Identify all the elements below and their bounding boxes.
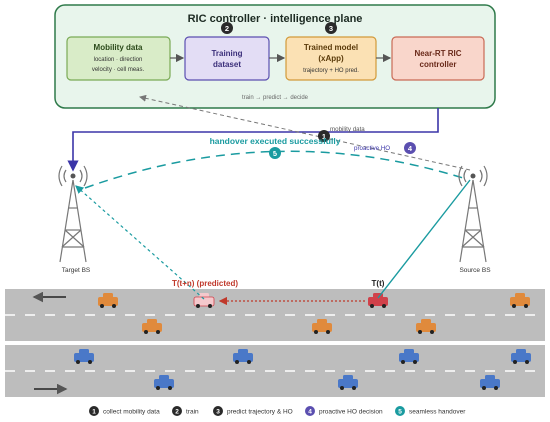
legend-number: 2 — [175, 409, 179, 416]
proactive-ho-control-line — [67, 108, 439, 172]
mobility-data-label: mobility data — [330, 126, 365, 133]
legend-number: 3 — [216, 409, 220, 416]
training-dataset-box: Training dataset — [184, 36, 270, 81]
legend-item-4: 4 proactive HO decision — [305, 406, 383, 416]
legend-number: 4 — [308, 409, 312, 416]
car-blue — [154, 375, 174, 390]
trained-model-title2: (xApp) — [318, 54, 344, 63]
legend-item-5: 5 seamless handover — [395, 406, 466, 416]
t-now-label: T(t) — [372, 279, 385, 288]
car-blue — [399, 349, 419, 364]
target-bs-label: Target BS — [62, 267, 91, 274]
car-orange — [142, 319, 162, 334]
svg-text:3: 3 — [329, 24, 333, 33]
legend-number: 5 — [398, 409, 402, 416]
car-blue — [74, 349, 94, 364]
proactive-ho-label: proactive HO — [354, 145, 390, 152]
legend-text: seamless handover — [409, 409, 466, 416]
legend: 1 collect mobility data 2 train 3 predict tra… — [89, 406, 466, 416]
serving-link — [377, 179, 471, 299]
legend-text: proactive HO decision — [319, 409, 383, 416]
legend-item-1: 1 collect mobility data — [89, 406, 160, 416]
mobility-data-line — [139, 94, 471, 171]
car-orange — [98, 293, 118, 308]
predicted-link — [75, 185, 205, 300]
svg-text:1: 1 — [322, 132, 326, 141]
near-rt-ric-box: Near-RT RIC controller — [391, 36, 485, 81]
training-dataset-title2: dataset — [213, 60, 241, 69]
t-next-label: T(t+n) (predicted) — [172, 279, 238, 288]
svg-text:4: 4 — [408, 144, 413, 153]
car-blue — [480, 375, 500, 390]
legend-number: 1 — [92, 409, 96, 416]
legend-text: collect mobility data — [103, 409, 160, 416]
car-blue — [233, 349, 253, 364]
svg-text:2: 2 — [225, 24, 229, 33]
handover-success-label: handover executed successfully — [210, 136, 341, 146]
car-blue — [511, 349, 531, 364]
source-bs-tower — [458, 165, 488, 263]
source-bs-label: Source BS — [459, 267, 491, 274]
cars — [74, 293, 531, 390]
road — [5, 289, 545, 397]
target-bs-tower — [58, 165, 88, 263]
mobility-data-sub2: velocity · cell meas. — [92, 67, 145, 73]
svg-text:5: 5 — [273, 149, 277, 158]
ric-panel: RIC controller · intelligence plane Mobi… — [54, 4, 496, 109]
trained-model-box: Trained model (xApp) trajectory + HO pre… — [285, 36, 377, 81]
mobility-data-sub1: location · direction — [94, 57, 143, 63]
car-orange — [510, 293, 530, 308]
handover-arc — [84, 150, 464, 189]
near-rt-ric-title2: controller — [420, 60, 457, 69]
training-dataset-title: Training — [211, 49, 242, 58]
legend-item-3: 3 predict trajectory & HO — [213, 406, 293, 416]
step-badge-5: 5 — [269, 147, 281, 159]
trained-model-title: Trained model — [304, 43, 358, 52]
flow-caption: train → predict → decide — [242, 95, 309, 101]
mobility-data-box: Mobility data location · direction veloc… — [66, 36, 171, 81]
step-badge-2: 2 — [221, 22, 233, 34]
mobility-data-title: Mobility data — [94, 43, 143, 52]
car-blue — [338, 375, 358, 390]
trained-model-sub: trajectory + HO pred. — [303, 68, 359, 74]
step-badge-4: 4 — [404, 142, 416, 154]
legend-item-2: 2 train — [172, 406, 199, 416]
car-orange — [312, 319, 332, 334]
legend-text: train — [186, 409, 199, 416]
step-badge-3: 3 — [325, 22, 337, 34]
ric-title: RIC controller · intelligence plane — [188, 13, 363, 25]
step-badge-1: 1 — [318, 130, 330, 142]
car-orange — [416, 319, 436, 334]
near-rt-ric-title: Near-RT RIC — [414, 49, 461, 58]
car-predicted-ghost — [193, 293, 215, 308]
legend-text: predict trajectory & HO — [227, 409, 293, 416]
